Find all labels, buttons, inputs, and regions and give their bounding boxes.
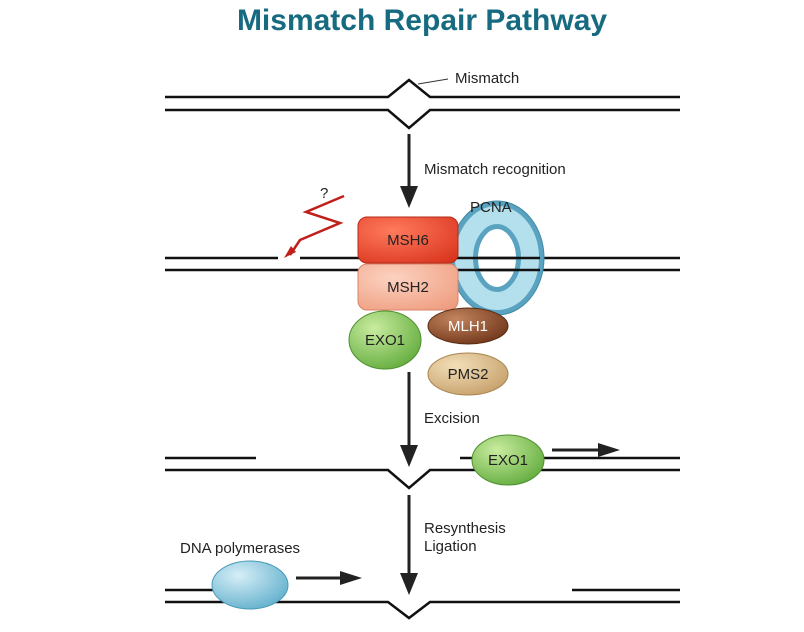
resynthesis-arrow: [400, 495, 418, 595]
dna-polymerases-label: DNA polymerases: [180, 540, 300, 557]
exo1-excision-label: EXO1: [488, 452, 528, 469]
resynthesis-label: Resynthesis: [424, 520, 506, 537]
exo1-label: EXO1: [365, 332, 405, 349]
exo1-protein: EXO1: [348, 310, 422, 370]
recognition-label: Mismatch recognition: [424, 161, 566, 178]
mlh1-label: MLH1: [448, 318, 488, 335]
exo1-excision-protein: EXO1: [471, 434, 545, 486]
dna-polymerase-protein: [211, 560, 289, 610]
msh6-label: MSH6: [387, 232, 429, 249]
pms2-protein: PMS2: [427, 352, 509, 396]
mlh1-protein: MLH1: [427, 307, 509, 345]
dna-mismatch: [165, 78, 680, 130]
msh6-protein: MSH6: [357, 216, 459, 264]
mismatch-label: Mismatch: [455, 70, 519, 87]
pms2-label: PMS2: [448, 366, 489, 383]
pcna-label: PCNA: [470, 199, 512, 216]
page-title: Mismatch Repair Pathway: [236, 4, 608, 37]
msh2-label: MSH2: [387, 279, 429, 296]
excision-arrow: [400, 372, 418, 467]
signal-zigzag: [284, 194, 345, 258]
polymerase-direction-arrow: [296, 571, 362, 585]
question-mark: ?: [320, 185, 328, 202]
msh2-protein: MSH2: [357, 263, 459, 311]
excision-label: Excision: [424, 410, 480, 427]
dna-excision: [165, 456, 680, 490]
exo1-direction-arrow: [552, 443, 620, 457]
recognition-arrow: [400, 134, 418, 208]
ligation-label: Ligation: [424, 538, 477, 555]
mismatch-leader-line: [417, 78, 449, 85]
